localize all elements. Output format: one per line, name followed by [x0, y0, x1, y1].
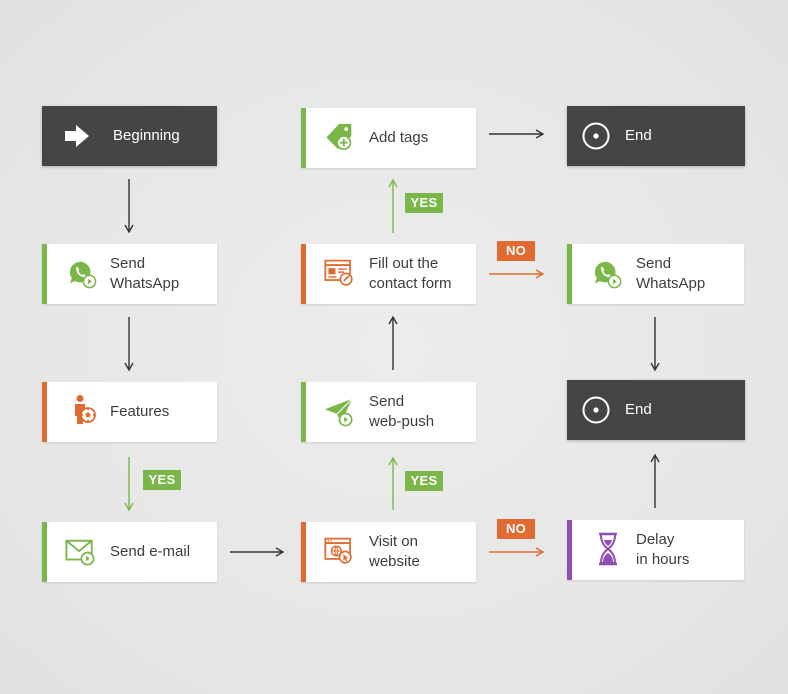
- node-label: Add tags: [369, 129, 429, 146]
- arrow-right-icon: [62, 121, 92, 151]
- node-send-whatsapp-1[interactable]: Send WhatsApp: [42, 244, 217, 304]
- node-label: End: [625, 127, 652, 144]
- node-end-1[interactable]: End: [567, 106, 745, 166]
- form-edit-icon: [324, 258, 354, 288]
- node-fill-contact-form[interactable]: Fill out the contact form: [301, 244, 476, 304]
- node-end-2[interactable]: End: [567, 380, 745, 440]
- tag-plus-icon: [326, 122, 356, 152]
- node-features[interactable]: Features: [42, 382, 217, 442]
- node-label: Send WhatsApp: [110, 255, 180, 292]
- browser-click-icon: [324, 536, 354, 566]
- node-visit-website[interactable]: Visit on website: [301, 522, 476, 582]
- paper-plane-icon: [324, 397, 354, 427]
- yes-badge-form-tags: YES: [405, 193, 443, 213]
- node-label: Delay in hours: [636, 531, 690, 568]
- stop-circle-icon: [581, 121, 611, 151]
- node-send-whatsapp-2[interactable]: Send WhatsApp: [567, 244, 744, 304]
- yes-badge-website-webpush: YES: [405, 471, 443, 491]
- person-gear-icon: [69, 395, 99, 425]
- no-badge-form-whatsapp: NO: [497, 241, 535, 261]
- node-label: Send web-push: [369, 393, 435, 430]
- yes-badge-features-email: YES: [143, 470, 181, 490]
- node-send-webpush[interactable]: Send web-push: [301, 382, 476, 442]
- node-label: Beginning: [113, 127, 180, 144]
- hourglass-icon: [594, 532, 624, 566]
- node-delay-hours[interactable]: Delay in hours: [567, 520, 744, 580]
- envelope-icon: [65, 537, 95, 567]
- node-label: Send e-mail: [110, 543, 191, 560]
- whatsapp-icon: [592, 259, 622, 289]
- whatsapp-icon: [67, 259, 97, 289]
- no-badge-website-delay: NO: [497, 519, 535, 539]
- node-label: End: [625, 401, 652, 418]
- node-add-tags[interactable]: Add tags: [301, 108, 476, 168]
- node-label: Fill out the contact form: [369, 255, 452, 292]
- node-label: Features: [110, 403, 170, 420]
- node-send-email[interactable]: Send e-mail: [42, 522, 217, 582]
- node-beginning[interactable]: Beginning: [42, 106, 217, 166]
- stop-circle-icon: [581, 395, 611, 425]
- node-label: Send WhatsApp: [636, 255, 706, 292]
- node-label: Visit on website: [369, 533, 420, 570]
